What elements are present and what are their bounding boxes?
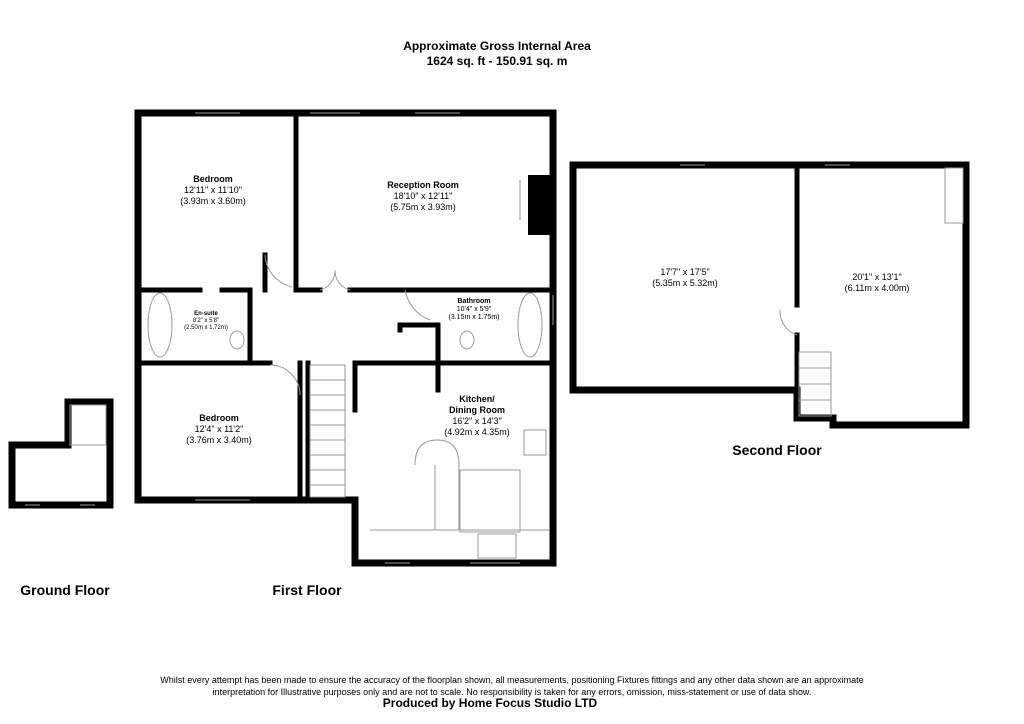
first-floor-interior-walls — [135, 110, 556, 503]
area-label: Approximate Gross Internal Area — [403, 39, 591, 53]
room-bathroom: Bathroom 10'4" x 5'9" (3.15m x 1.75m) — [449, 298, 500, 322]
hob — [523, 429, 547, 456]
area-value: 1624 sq. ft - 150.91 sq. m — [426, 54, 568, 68]
ground-floor-label: Ground Floor — [20, 582, 110, 598]
room-dimensions-imperial: 8'2" x 5'8" — [192, 318, 220, 324]
room-loft-1: 17'7" x 17'5" (5.35m x 5.32m) — [652, 267, 718, 289]
room-name: Bedroom — [193, 174, 233, 184]
room-dimensions-metric: (3.15m x 1.75m) — [448, 314, 500, 321]
room-name: Bedroom — [199, 413, 239, 423]
ground-floor-walls — [8, 398, 114, 509]
room-dimensions-imperial: 12'4" x 11'2" — [194, 424, 244, 434]
room-dimensions-metric: (4.92m x 4.35m) — [444, 427, 510, 437]
room-dimensions-metric: (5.35m x 5.32m) — [652, 278, 718, 288]
room-dimensions-metric: (5.75m x 3.93m) — [390, 202, 456, 212]
room-reception: Reception Room 18'10" x 12'11" (5.75m x … — [387, 180, 459, 213]
room-dimensions-metric: (2.50m x 1.72m) — [184, 325, 228, 331]
sink — [477, 533, 517, 559]
room-dimensions-imperial: 17'7" x 17'5" — [660, 267, 710, 277]
disclaimer-line-2: interpretation for Illustrative purposes… — [212, 687, 812, 697]
room-dimensions-imperial: 20'1" x 13'1" — [852, 272, 902, 282]
first-floor-walls — [134, 109, 557, 567]
first-floor-label: First Floor — [272, 582, 342, 598]
room-bedroom-2: Bedroom 12'4" x 11'2" (3.76m x 3.40m) — [186, 413, 252, 446]
room-dimensions-metric: (3.76m x 3.40m) — [186, 435, 252, 445]
room-kitchen: Kitchen/ Dining Room 16'2" x 14'3" (4.92… — [444, 394, 510, 438]
room-dimensions-metric: (3.93m x 3.60m) — [180, 196, 246, 206]
room-name: Reception Room — [387, 180, 459, 190]
room-dimensions-metric: (6.11m x 4.00m) — [844, 283, 910, 293]
room-dimensions-imperial: 12'11" x 11'10" — [183, 185, 243, 195]
producer-credit: Produced by Home Focus Studio LTD — [382, 696, 598, 710]
room-name-line2: Dining Room — [449, 405, 505, 415]
disclaimer-line-1: Whilst every attempt has been made to en… — [160, 675, 864, 685]
room-loft-2: 20'1" x 13'1" (6.11m x 4.00m) — [845, 272, 910, 294]
windows — [25, 112, 850, 564]
room-dimensions-imperial: 10'4" x 5'9" — [456, 306, 492, 313]
room-bedroom-1: Bedroom 12'11" x 11'10" (3.93m x 3.60m) — [180, 174, 246, 207]
second-floor-label: Second Floor — [732, 442, 822, 458]
second-floor-walls — [569, 161, 970, 429]
bathroom-bath — [517, 292, 543, 358]
disclaimer: Whilst every attempt has been made to en… — [160, 674, 863, 698]
room-dimensions-imperial: 18'10" x 12'11" — [393, 191, 453, 201]
fireplace — [528, 175, 550, 235]
room-dimensions-imperial: 16'2" x 14'3" — [452, 416, 502, 426]
kitchen-island — [414, 439, 460, 531]
room-ensuite: En-suite 8'2" x 5'8" (2.50m x 1.72m) — [184, 311, 228, 332]
stairs — [309, 364, 346, 498]
room-name: Bathroom — [457, 298, 491, 305]
ensuite-bath — [147, 292, 173, 358]
area-title: Approximate Gross Internal Area 1624 sq.… — [403, 39, 591, 69]
room-name: En-suite — [194, 311, 218, 317]
room-name: Kitchen/ — [459, 394, 495, 404]
